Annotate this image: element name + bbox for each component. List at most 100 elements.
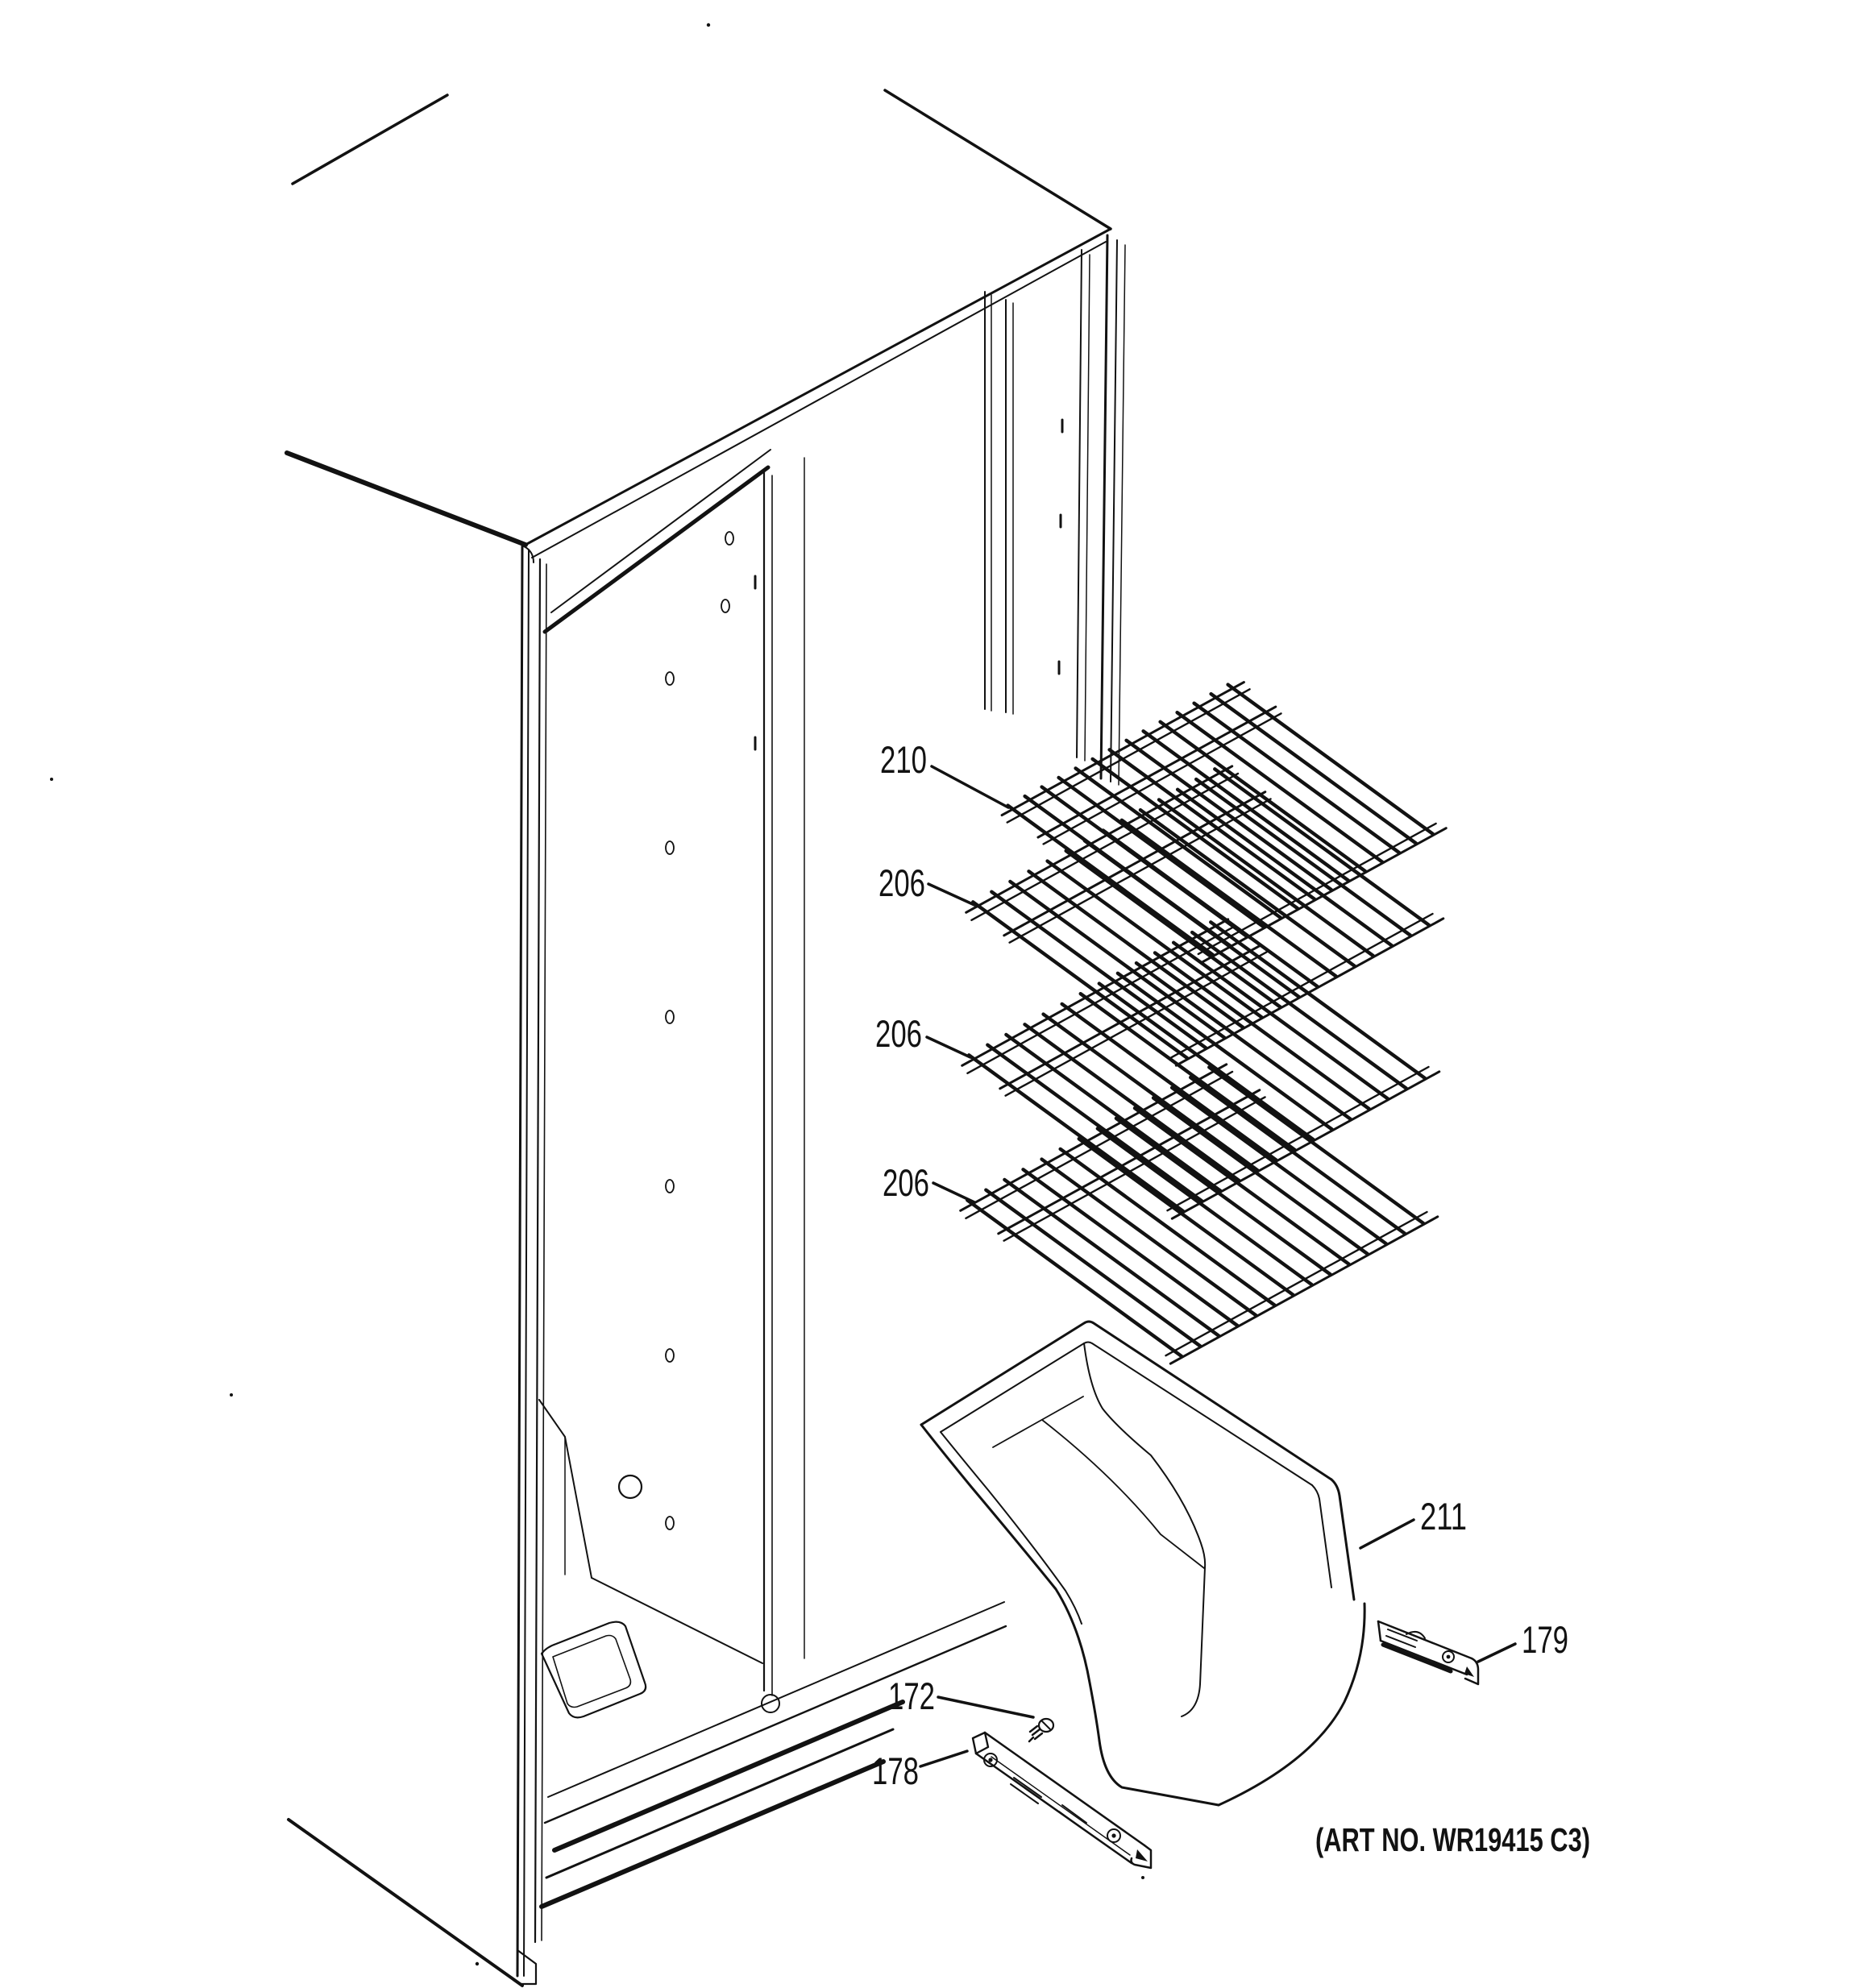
shelf-wire xyxy=(1209,691,1418,845)
bracket-179 xyxy=(1377,1620,1480,1686)
shelf-wire xyxy=(1006,803,1215,957)
bracket-bottom-edge xyxy=(974,1752,1133,1865)
shelf-wire xyxy=(1107,748,1317,901)
bin-slope-edge xyxy=(1041,1419,1205,1569)
cabinet-frame-inner-edge xyxy=(534,558,542,1944)
floor-opening-outer xyxy=(540,1621,647,1719)
floor-rail xyxy=(543,1625,1007,1824)
shelf-wire xyxy=(1027,869,1245,1030)
part-label-206-2: 206 xyxy=(875,1012,922,1055)
shelf-wire xyxy=(1134,961,1352,1121)
floor-rail-thick xyxy=(539,1759,886,1909)
shelf-wire xyxy=(1004,1032,1223,1193)
shelf-wire xyxy=(1074,766,1283,920)
shelf-wire xyxy=(1090,757,1300,911)
leader-line-206-3 xyxy=(932,1181,976,1204)
freezer-interior xyxy=(538,418,1064,1909)
wire-shelf-206-1 xyxy=(965,765,1445,1067)
art-no-text: (ART NO. WR19415 C3) xyxy=(1315,1821,1590,1858)
shelf-back-rail xyxy=(961,918,1230,1067)
leader-line-206-2 xyxy=(925,1036,972,1059)
part-label-179: 179 xyxy=(1522,1618,1568,1661)
cabinet-right-frame-line xyxy=(1099,234,1109,780)
shelf-wire xyxy=(1058,1147,1277,1307)
bracket-right-cap xyxy=(1464,1657,1480,1686)
bracket-shadow-line xyxy=(1381,1642,1453,1674)
shelf-wire xyxy=(1157,798,1375,958)
shelf-support-hole xyxy=(665,1179,675,1193)
cabinet-front-left-edge xyxy=(516,545,524,1978)
part-labels: 210 206 206 206 211 179 172 178 xyxy=(872,738,1568,1792)
shelf-wire xyxy=(1192,701,1402,855)
shelf-wire xyxy=(966,1198,1184,1359)
cabinet-top-left-edge xyxy=(285,450,528,547)
bracket-screw-hole xyxy=(1107,1828,1121,1843)
shelf-back-rail-inner xyxy=(965,1070,1234,1220)
shelf-wire xyxy=(1138,807,1356,968)
liner-hole xyxy=(617,1474,643,1500)
shelf-wire xyxy=(1151,1096,1369,1256)
shelf-wire xyxy=(1141,729,1351,882)
shelf-back-rail-inner xyxy=(1006,688,1251,824)
shelf-wire xyxy=(1060,1002,1278,1162)
shelf-wire xyxy=(1097,982,1315,1142)
shelf-wire xyxy=(1226,683,1435,836)
cabinet-bottom-left-edge xyxy=(287,1818,524,1987)
bracket-mid-line xyxy=(991,1756,1131,1856)
shelf-wire xyxy=(1021,1168,1240,1328)
bin-back-inner-line xyxy=(992,1396,1084,1448)
shelf-front-rail-inner xyxy=(1170,912,1434,1059)
shelf-support-hole xyxy=(725,531,734,546)
cabinet-front-top-edge-inner xyxy=(531,241,1107,558)
speck xyxy=(706,23,711,27)
shelf-wire xyxy=(1101,828,1319,989)
leader-line-211 xyxy=(1359,1518,1415,1550)
cabinet-front-left-edge-2 xyxy=(523,549,530,1977)
shelf-wire xyxy=(984,1188,1202,1348)
shelf-wire xyxy=(1119,818,1338,978)
scan-specks xyxy=(50,23,1144,1966)
leader-line-178 xyxy=(919,1749,969,1768)
bin-right-wall-edge xyxy=(1330,1478,1356,1601)
part-label-178: 178 xyxy=(872,1749,919,1792)
shelf-back-rail xyxy=(965,765,1234,914)
bracket-screw-hole-center xyxy=(1111,1833,1116,1838)
liner-top-edge-inner xyxy=(550,449,771,613)
bracket-bottom-edge xyxy=(1379,1639,1468,1676)
part-label-206-3: 206 xyxy=(883,1161,929,1204)
shelf-cross-rail-inner xyxy=(1004,951,1268,1097)
shelf-back-rail-inner xyxy=(970,772,1240,922)
cabinet-back-top-left-edge xyxy=(291,93,449,185)
shelf-support-hole xyxy=(665,1516,675,1530)
leader-line-210 xyxy=(930,765,1010,809)
shelf-wire xyxy=(1175,787,1394,948)
shelf-wire xyxy=(1078,992,1297,1152)
shelf-front-rail xyxy=(1174,917,1445,1067)
shelf-support-hole xyxy=(665,1348,675,1363)
shelf-cross-rail-inner xyxy=(1042,712,1282,845)
shelf-back-rail xyxy=(959,1063,1228,1212)
leader-line-172 xyxy=(937,1695,1035,1719)
shelf-wire xyxy=(1190,930,1409,1090)
shelf-support-hole xyxy=(665,1010,675,1024)
bracket-slot xyxy=(1010,1777,1042,1804)
shelf-front-rail xyxy=(1169,1215,1439,1365)
liner-screw-hole xyxy=(761,1694,780,1713)
shelf-support-hole xyxy=(665,671,675,686)
bracket-notch xyxy=(1136,1849,1148,1861)
shelf-wire xyxy=(986,1043,1204,1203)
liner-top-edge xyxy=(542,465,771,634)
shelf-back-rail xyxy=(1000,681,1245,817)
shelf-wire xyxy=(1124,738,1334,892)
bin-rim-inner xyxy=(940,1341,1313,1486)
shelf-cross-rail xyxy=(999,944,1263,1090)
part-label-210: 210 xyxy=(880,738,927,781)
cabinet-foot xyxy=(516,1949,538,1986)
part-label-211: 211 xyxy=(1420,1495,1467,1538)
screw-172 xyxy=(1028,1717,1055,1743)
cabinet-front-top-edge xyxy=(524,227,1112,546)
shelf-cross-rail xyxy=(997,1089,1261,1235)
shelf-wire xyxy=(1045,859,1264,1019)
floor-rail xyxy=(545,1728,895,1879)
